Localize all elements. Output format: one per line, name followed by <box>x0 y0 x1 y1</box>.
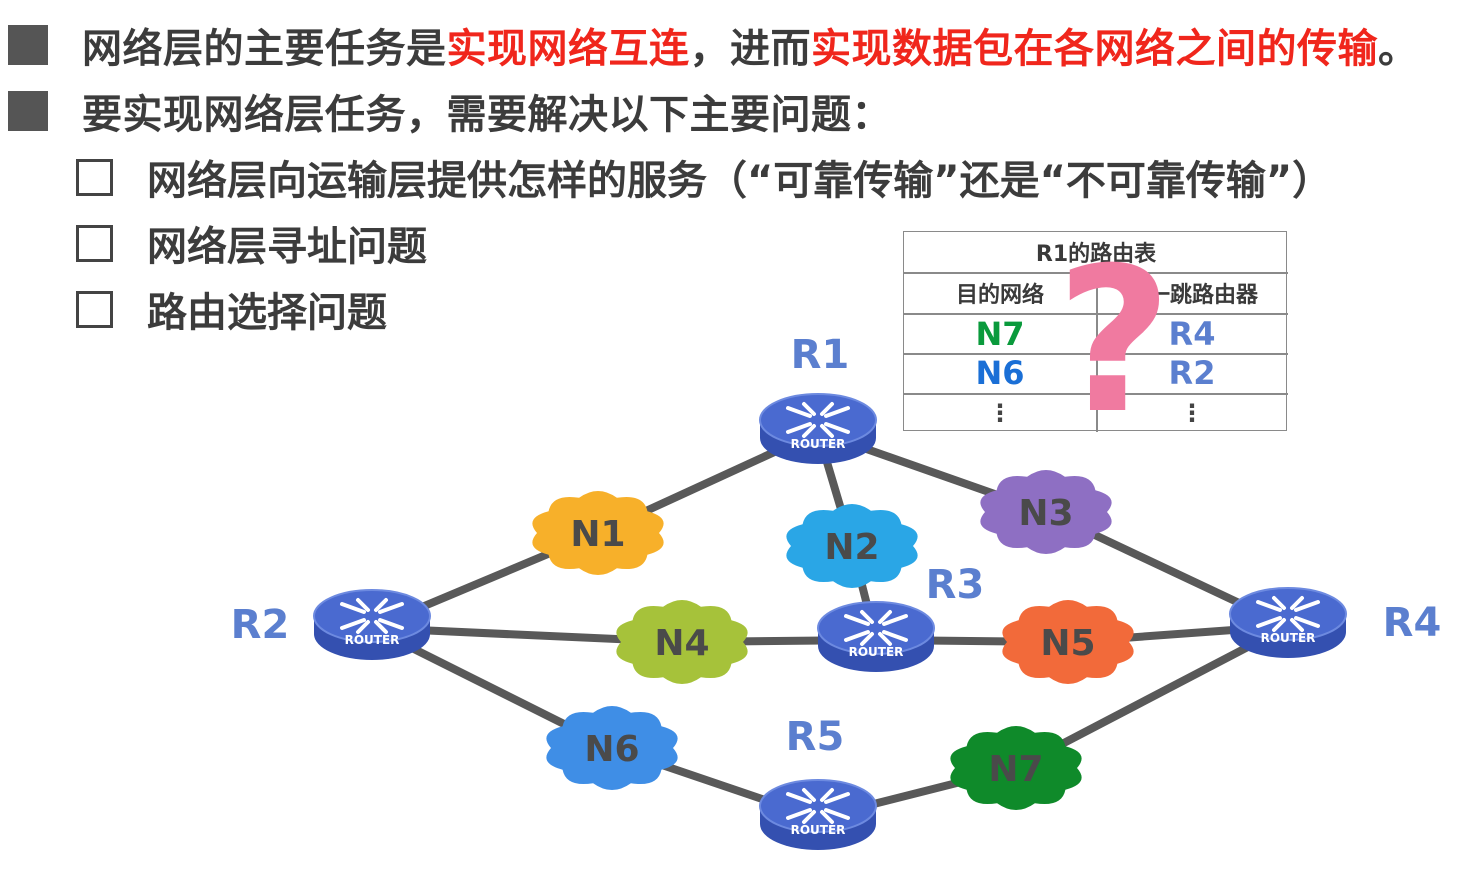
text-segment: 网络层的主要任务是 <box>82 26 447 72</box>
network-cloud-n4: N4 <box>616 600 748 684</box>
sub-item-addressing: 网络层寻址问题 <box>76 214 427 272</box>
column-header-destination: 目的网络 <box>955 283 1044 308</box>
table-ellipsis: ⋮ <box>1180 399 1204 427</box>
text-segment: 。 <box>1378 26 1419 72</box>
network-cloud-n3: N3 <box>980 470 1112 554</box>
router-label: R5 <box>786 714 845 760</box>
router-arrows-icon <box>844 610 908 646</box>
router-r4: ROUTER <box>1229 587 1347 658</box>
question-mark-icon: ? <box>1056 225 1173 458</box>
routing-table: R1的路由表 目的网络 下一跳路由器 N7 R4 N6 R2 ⋮ ⋮ ? <box>903 225 1288 458</box>
bullet-main-task: 网络层的主要任务是实现网络互连，进而实现数据包在各网络之间的传输。 <box>8 16 1419 74</box>
router-arrows-icon <box>1256 596 1320 632</box>
checkbox-icon <box>76 224 113 262</box>
network-label: N3 <box>1018 493 1073 534</box>
network-cloud-n2: N2 <box>786 504 918 588</box>
bullet-square-icon <box>8 25 48 65</box>
table-row-dest: N6 <box>975 354 1025 392</box>
router-label: R2 <box>231 602 290 648</box>
router-device-text: ROUTER <box>345 633 400 647</box>
router-r2: ROUTER <box>313 589 431 660</box>
router-arrows-icon <box>786 788 850 824</box>
network-label: N2 <box>824 527 879 568</box>
router-label: R3 <box>926 562 985 608</box>
router-r5: ROUTER <box>759 779 877 850</box>
router-device-text: ROUTER <box>849 645 904 659</box>
bullet-problems-intro: 要实现网络层任务，需要解决以下主要问题： <box>8 82 892 140</box>
bullet-text: 网络层的主要任务是实现网络互连，进而实现数据包在各网络之间的传输。 <box>82 16 1419 74</box>
cloud-shape <box>786 504 918 588</box>
router-arrows-icon <box>786 402 850 438</box>
checkbox-icon <box>76 290 113 328</box>
network-label: N1 <box>570 514 625 555</box>
sub-item-text: 路由选择问题 <box>147 290 387 336</box>
table-row-dest: N7 <box>975 315 1025 353</box>
cloud-shape <box>980 470 1112 554</box>
table-row-next: R2 <box>1168 354 1216 392</box>
routing-table-title: R1的路由表 <box>1035 242 1157 267</box>
network-cloud-n5: N5 <box>1002 600 1134 684</box>
router-r1: ROUTER <box>759 393 877 464</box>
column-header-next-hop: 下一跳路由器 <box>1125 283 1258 308</box>
emphasis-segment: 实现网络互连 <box>446 26 690 72</box>
sub-item-text: 网络层寻址问题 <box>147 224 427 270</box>
table-row-next: R4 <box>1168 315 1216 353</box>
cloud-shape <box>616 600 748 684</box>
sub-item-service: 网络层向运输层提供怎样的服务（“可靠传输”还是“不可靠传输”） <box>76 148 1332 206</box>
cloud-shape <box>532 491 664 575</box>
cloud-shape <box>546 706 678 790</box>
router-device-text: ROUTER <box>791 823 846 837</box>
emphasis-segment: 实现数据包在各网络之间的传输 <box>811 26 1378 72</box>
sub-item-routing: 路由选择问题 <box>76 280 387 338</box>
table-ellipsis: ⋮ <box>988 399 1012 427</box>
sub-item-text: 网络层向运输层提供怎样的服务（“可靠传输”还是“不可靠传输”） <box>147 158 1333 204</box>
checkbox-icon <box>76 158 113 196</box>
cloud-shape <box>1002 600 1134 684</box>
network-cloud-n7: N7 <box>950 726 1082 810</box>
router-label: R4 <box>1383 600 1442 646</box>
network-cloud-n1: N1 <box>532 491 664 575</box>
table-divider <box>904 272 1288 274</box>
router-label: R1 <box>791 332 850 378</box>
bullet-square-icon <box>8 91 48 131</box>
text-segment: ，进而 <box>689 26 811 72</box>
network-label: N7 <box>988 749 1043 790</box>
router-r3: ROUTER <box>817 601 935 672</box>
bullet-text: 要实现网络层任务，需要解决以下主要问题： <box>82 92 892 138</box>
table-column-divider <box>1096 273 1098 432</box>
network-label: N5 <box>1040 623 1095 664</box>
network-label: N6 <box>584 729 639 770</box>
cloud-shape <box>950 726 1082 810</box>
router-arrows-icon <box>340 598 404 634</box>
router-device-text: ROUTER <box>791 437 846 451</box>
router-device-text: ROUTER <box>1261 631 1316 645</box>
network-cloud-n6: N6 <box>546 706 678 790</box>
network-label: N4 <box>654 623 709 664</box>
